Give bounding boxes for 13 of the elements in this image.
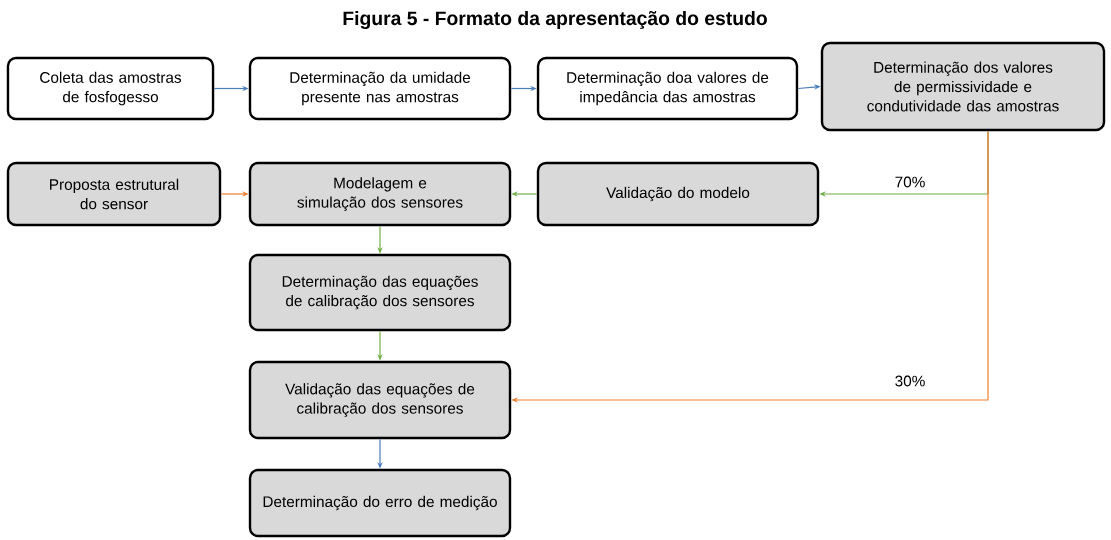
process-box: Proposta estrutural do sensor — [6, 161, 222, 227]
process-box: Determinação das equações de calibração dos sensores — [248, 253, 512, 332]
process-box: Determinação da umidade presente nas amostras — [248, 56, 512, 121]
process-box: Determinação doa valores de impedância das amostras — [536, 56, 799, 121]
process-box: Coleta das amostras de fosfogesso — [6, 56, 215, 121]
figure-title: Figura 5 - Formato da apresentação do estudo — [343, 10, 767, 30]
process-box: Validação do modelo — [536, 161, 820, 227]
edge-label: 30% — [895, 375, 925, 387]
process-box: Determinação dos valores de permissividade e condutividade das amostras — [820, 41, 1106, 132]
process-box: Modelagem e simulação dos sensores — [248, 161, 512, 227]
process-box: Determinação do erro de medição — [248, 468, 512, 538]
process-box: Validação das equações de calibração dos sensores — [248, 360, 512, 440]
edge-label: 70% — [895, 176, 925, 188]
